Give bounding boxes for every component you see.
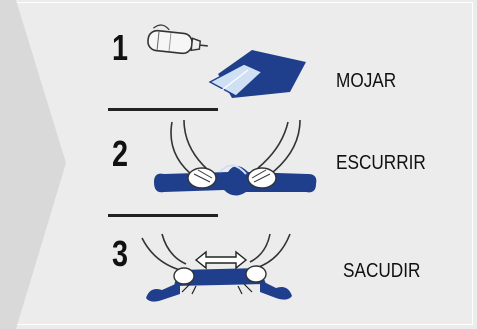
step-3-number: 3	[112, 236, 128, 272]
step-3-label: SACUDIR	[343, 260, 420, 283]
step-2-number: 2	[112, 136, 128, 172]
bottle-and-towel-icon	[140, 20, 310, 110]
step-1-label: MOJAR	[336, 70, 396, 93]
chevron-arrow-icon	[0, 0, 70, 329]
wringing-hands-icon	[150, 118, 320, 208]
step-2-label: ESCURRIR	[336, 152, 426, 175]
step-divider	[108, 214, 218, 217]
shaking-towel-icon	[140, 232, 300, 312]
step-1-number: 1	[112, 30, 128, 66]
step-divider	[108, 108, 218, 111]
